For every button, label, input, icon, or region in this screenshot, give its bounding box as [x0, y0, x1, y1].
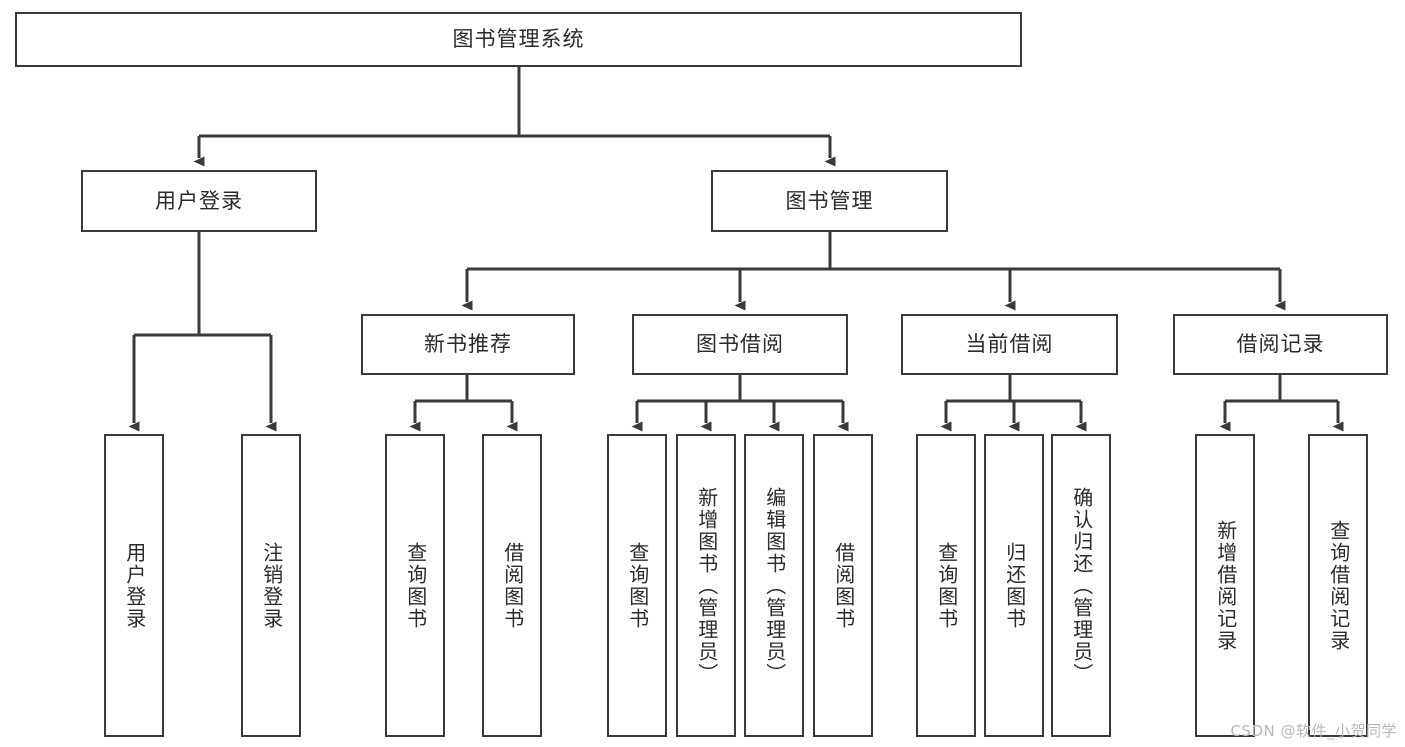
leaf-add-book-admin-label: 新增图书（管理员） [694, 486, 719, 685]
leaf-borrow-book-recommend[interactable]: 借阅图书 [482, 434, 542, 737]
leaf-add-borrow-record[interactable]: 新增借阅记录 [1195, 434, 1255, 737]
node-current-borrow-label: 当前借阅 [965, 332, 1054, 356]
leaf-edit-book-admin-label: 编辑图书（管理员） [762, 486, 787, 685]
node-borrow-record-label: 借阅记录 [1236, 332, 1325, 356]
node-new-book-recommend[interactable]: 新书推荐 [361, 314, 575, 375]
node-current-borrow[interactable]: 当前借阅 [901, 314, 1118, 375]
leaf-user-login-label: 用户登录 [122, 541, 147, 630]
leaf-edit-book-admin[interactable]: 编辑图书（管理员） [744, 434, 804, 737]
node-borrow-record[interactable]: 借阅记录 [1173, 314, 1388, 375]
leaf-borrow-book-label: 借阅图书 [831, 541, 856, 630]
leaf-add-borrow-record-label: 新增借阅记录 [1213, 519, 1238, 652]
leaf-query-book-borrow[interactable]: 查询图书 [607, 434, 667, 737]
leaf-query-borrow-record-label: 查询借阅记录 [1326, 519, 1351, 652]
node-user-login-label: 用户登录 [155, 188, 243, 213]
leaf-logout[interactable]: 注销登录 [241, 434, 301, 737]
node-new-book-recommend-label: 新书推荐 [424, 332, 512, 356]
node-book-borrow-label: 图书借阅 [696, 332, 784, 356]
leaf-add-book-admin[interactable]: 新增图书（管理员） [676, 434, 736, 737]
leaf-query-book-recommend[interactable]: 查询图书 [385, 434, 445, 737]
leaf-query-book-recommend-label: 查询图书 [403, 541, 428, 630]
node-book-management-label: 图书管理 [785, 188, 874, 213]
leaf-query-borrow-record[interactable]: 查询借阅记录 [1308, 434, 1368, 737]
leaf-confirm-return-admin[interactable]: 确认归还（管理员） [1051, 434, 1111, 737]
leaf-query-book-current-label: 查询图书 [934, 541, 959, 630]
node-user-login[interactable]: 用户登录 [81, 170, 317, 232]
leaf-borrow-book[interactable]: 借阅图书 [813, 434, 873, 737]
leaf-query-book-borrow-label: 查询图书 [625, 541, 650, 630]
leaf-user-login[interactable]: 用户登录 [104, 434, 164, 737]
leaf-return-book-label: 归还图书 [1002, 541, 1027, 630]
node-root[interactable]: 图书管理系统 [15, 12, 1022, 67]
node-book-management[interactable]: 图书管理 [711, 170, 948, 232]
node-book-borrow[interactable]: 图书借阅 [632, 314, 848, 375]
node-root-label: 图书管理系统 [452, 27, 585, 51]
leaf-return-book[interactable]: 归还图书 [984, 434, 1044, 737]
leaf-query-book-current[interactable]: 查询图书 [916, 434, 976, 737]
watermark-text: CSDN @软件_小贺同学 [1230, 722, 1397, 740]
leaf-confirm-return-admin-label: 确认归还（管理员） [1069, 486, 1094, 685]
leaf-logout-label: 注销登录 [259, 541, 284, 630]
leaf-borrow-book-recommend-label: 借阅图书 [500, 541, 525, 630]
